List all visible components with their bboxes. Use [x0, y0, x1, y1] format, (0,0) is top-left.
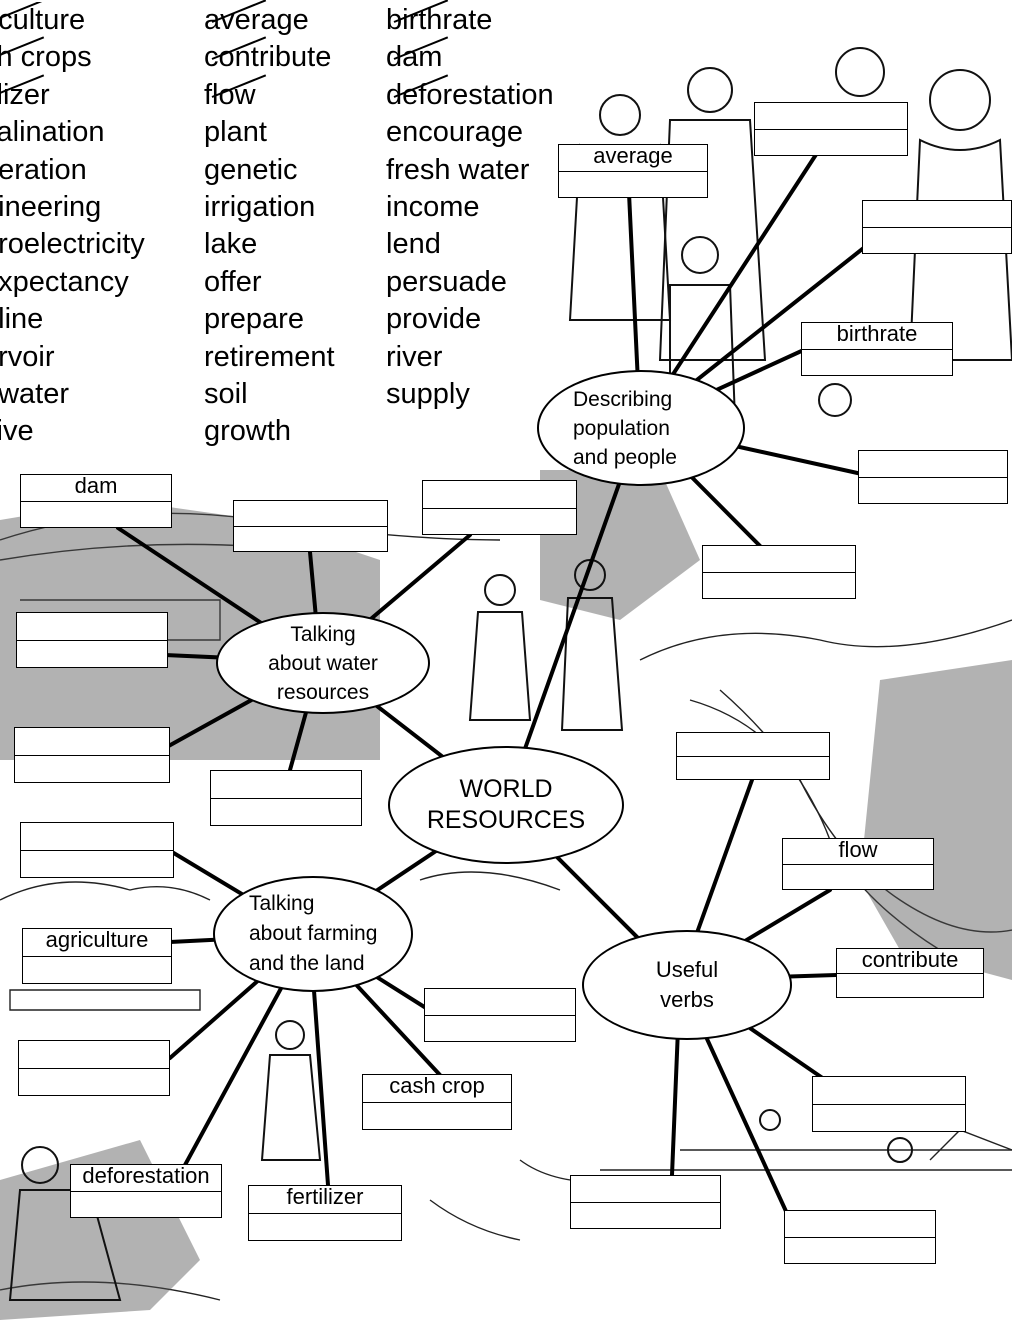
hub-water: Talking about water resources: [216, 612, 430, 714]
vocab-box[interactable]: [702, 545, 856, 599]
word-bank-item: tilizer: [0, 77, 145, 114]
word-bank-item: offer: [204, 265, 262, 298]
word-bank-item: genetic: [204, 153, 298, 186]
vocab-box[interactable]: agriculture: [22, 927, 172, 984]
vocab-box-label: agriculture: [45, 927, 149, 952]
vocab-box-label: flow: [838, 837, 878, 862]
hub-world-resources-label: WORLD RESOURCES: [426, 775, 586, 834]
word-bank-item: riculture: [0, 2, 145, 39]
word-bank-item: retirement: [204, 340, 335, 373]
vocab-box[interactable]: [570, 1175, 721, 1229]
vocab-box-label: contribute: [861, 947, 959, 972]
word-bank-item: persuade: [386, 265, 507, 298]
word-bank-item: t water: [0, 378, 70, 411]
vocab-box[interactable]: [14, 727, 170, 783]
vocab-box[interactable]: [676, 732, 830, 780]
vocab-box[interactable]: [424, 988, 576, 1042]
vocab-box[interactable]: [16, 612, 168, 668]
vocab-box[interactable]: [784, 1210, 936, 1264]
vocab-box-label: dam: [74, 473, 118, 498]
vocab-box[interactable]: [422, 480, 577, 535]
word-bank-item: flow: [204, 77, 335, 114]
hub-population-label: Describing population and people: [573, 387, 677, 469]
vocab-box[interactable]: contribute: [836, 947, 984, 998]
vocab-box[interactable]: fertilizer: [248, 1184, 402, 1241]
vocab-box-label: cash crop: [389, 1073, 485, 1098]
word-bank-item: supply: [386, 378, 470, 411]
word-bank-item: plant: [204, 116, 267, 149]
vocab-box[interactable]: [862, 200, 1012, 254]
vocab-box[interactable]: [812, 1076, 966, 1132]
word-bank-item: average: [204, 2, 335, 39]
word-bank-item: growth: [204, 415, 292, 448]
vocab-box[interactable]: [858, 450, 1008, 504]
word-bank-item: salination: [0, 116, 105, 149]
vocab-box-label: birthrate: [836, 321, 918, 346]
vocab-box-label: fertilizer: [286, 1184, 364, 1209]
hub-farming-label: Talking about farming and the land: [249, 892, 378, 975]
word-bank-item: sh crops: [0, 39, 145, 76]
hub-useful-verbs: Useful verbs: [582, 930, 792, 1040]
vocab-box[interactable]: deforestation: [70, 1163, 222, 1218]
word-bank-item: irrigation: [204, 191, 316, 224]
vocab-box[interactable]: flow: [782, 837, 934, 890]
vocab-box[interactable]: [233, 500, 388, 552]
word-bank-column-1: riculturesh cropstilizersalination nerati…: [0, 2, 145, 451]
word-bank-item: contribute: [204, 39, 335, 76]
word-bank-item: dam: [386, 39, 554, 76]
vocab-box[interactable]: average: [558, 143, 708, 198]
word-bank-item: lend: [386, 228, 441, 261]
hub-world-resources: WORLD RESOURCES: [388, 746, 624, 864]
vocab-box[interactable]: [210, 770, 362, 826]
word-bank-item: deforestation: [386, 77, 554, 114]
word-bank-item: birthrate: [386, 2, 554, 39]
vocab-box-label: deforestation: [82, 1163, 210, 1188]
vocab-box[interactable]: dam: [20, 473, 172, 528]
vocab-box[interactable]: [754, 102, 908, 156]
hub-water-label: Talking about water resources: [268, 622, 378, 704]
hub-farming: Talking about farming and the land: [213, 876, 413, 992]
vocab-box-label: average: [593, 143, 673, 168]
word-bank-item: droelectricity: [0, 228, 145, 261]
hub-useful-verbs-label: Useful verbs: [655, 957, 719, 1012]
word-bank-item: expectancy: [0, 265, 129, 298]
vocab-box[interactable]: [18, 1040, 170, 1096]
word-bank-item: lake: [204, 228, 258, 261]
vocab-box[interactable]: birthrate: [801, 321, 953, 376]
vocab-box[interactable]: [20, 822, 174, 878]
word-bank-item: vive: [0, 415, 34, 448]
word-bank-item: fresh water: [386, 153, 530, 186]
word-bank-item: income: [386, 191, 480, 224]
word-bank-item: gineering: [0, 191, 102, 224]
word-bank-item: prepare: [204, 303, 304, 336]
word-bank-item: encourage: [386, 116, 524, 149]
hub-population: Describing population and people: [537, 370, 745, 486]
word-bank-item: eline: [0, 303, 44, 336]
vocab-box[interactable]: cash crop: [362, 1073, 512, 1130]
word-bank-item: soil: [204, 378, 248, 411]
word-bank-item: provide: [386, 303, 482, 336]
word-bank-item: river: [386, 340, 443, 373]
